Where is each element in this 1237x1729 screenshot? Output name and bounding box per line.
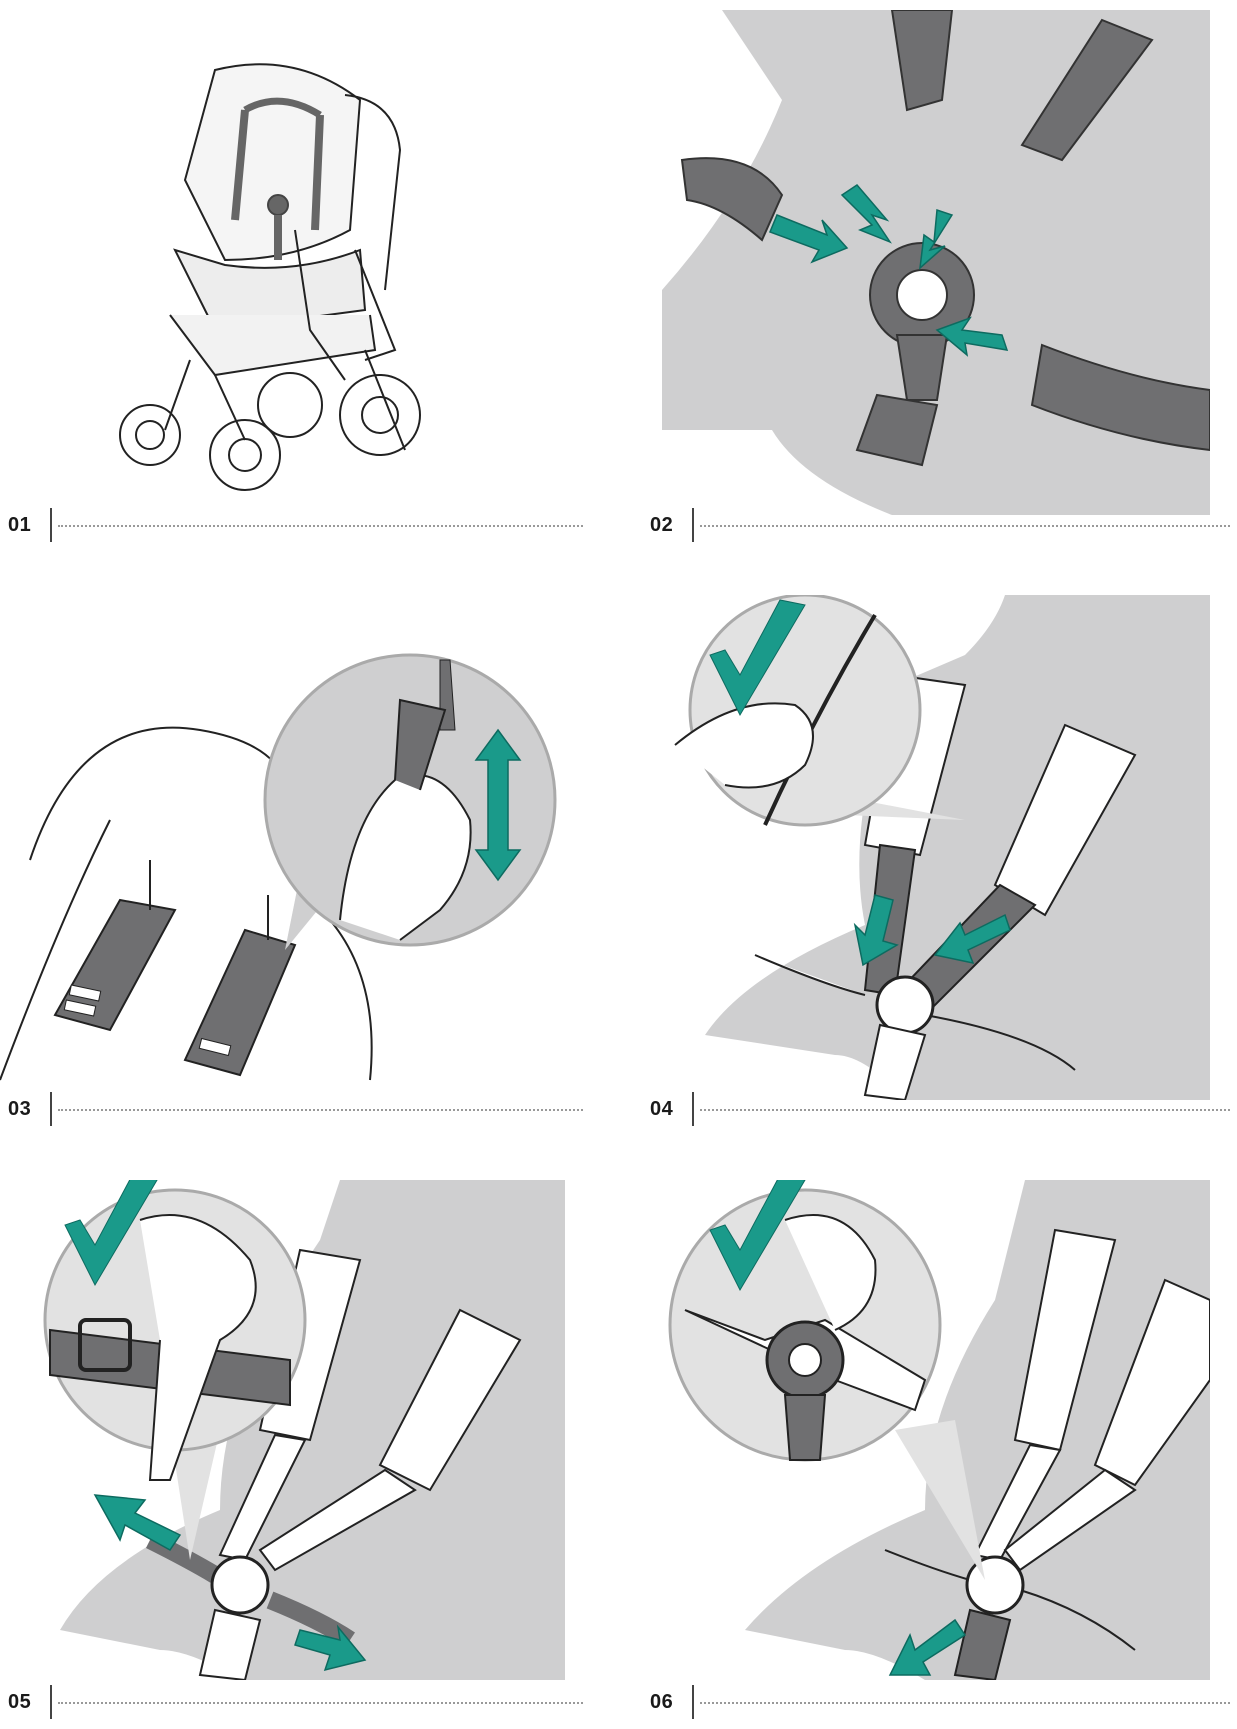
dotted-rule [58, 1702, 583, 1704]
step-03-footer: 03 [8, 1092, 583, 1126]
dotted-rule [700, 1109, 1230, 1111]
dotted-rule [58, 525, 583, 527]
step-01-number: 01 [8, 514, 31, 537]
step-02-illustration [662, 10, 1210, 515]
step-01-footer: 01 [8, 508, 583, 542]
dotted-rule [58, 1109, 583, 1111]
step-02-number: 02 [650, 514, 673, 537]
step-05-illustration [20, 1180, 565, 1680]
divider [50, 1685, 52, 1719]
step-06-footer: 06 [650, 1685, 1230, 1719]
divider [692, 508, 694, 542]
step-03-illustration [0, 620, 560, 1090]
step-04-footer: 04 [650, 1092, 1230, 1126]
step-01-illustration [95, 30, 440, 510]
divider [692, 1092, 694, 1126]
dotted-rule [700, 1702, 1230, 1704]
step-03-number: 03 [8, 1098, 31, 1121]
divider [692, 1685, 694, 1719]
step-04-illustration [665, 595, 1210, 1100]
divider [50, 1092, 52, 1126]
dotted-rule [700, 525, 1230, 527]
step-02-footer: 02 [650, 508, 1230, 542]
divider [50, 508, 52, 542]
step-05-footer: 05 [8, 1685, 583, 1719]
step-06-illustration [665, 1180, 1210, 1680]
stroller-icon [95, 30, 440, 510]
step-05-number: 05 [8, 1691, 31, 1714]
step-04-number: 04 [650, 1098, 673, 1121]
step-06-number: 06 [650, 1691, 673, 1714]
